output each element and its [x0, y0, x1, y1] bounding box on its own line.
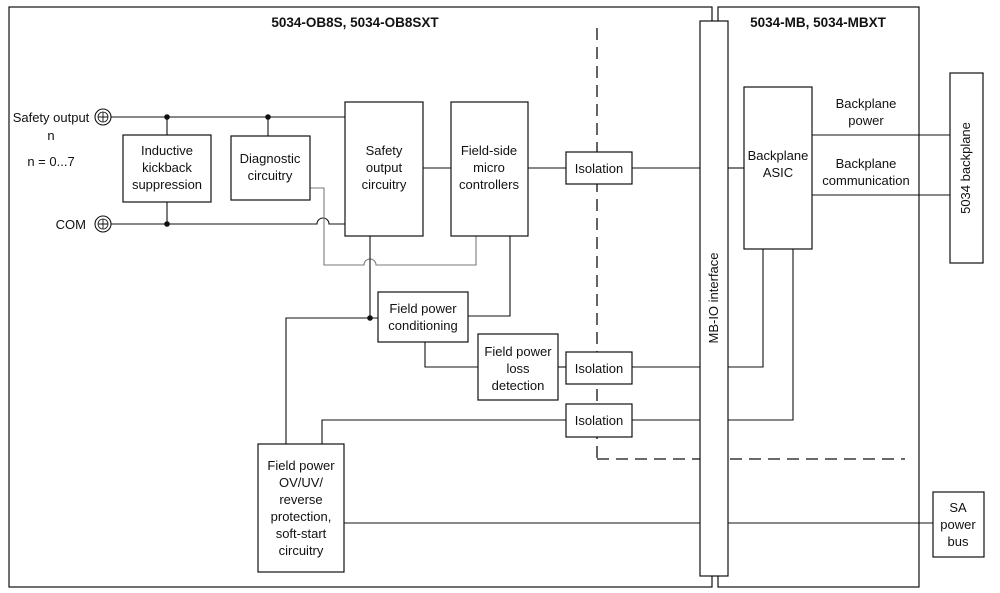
svg-text:5034 backplane: 5034 backplane — [958, 122, 973, 214]
protection-to-isolation-low-link — [321, 419, 566, 444]
svg-text:ASIC: ASIC — [763, 165, 793, 180]
output-module-title: 5034-OB8S, 5034-OB8SXT — [271, 15, 439, 30]
svg-text:kickback: kickback — [142, 160, 192, 175]
sa-power-bus-block: SA power bus — [932, 491, 985, 558]
output-module-frame — [8, 6, 713, 588]
base-module-title: 5034-MB, 5034-MBXT — [750, 15, 887, 30]
svg-text:OV/UV/: OV/UV/ — [279, 475, 323, 490]
terminal-screw-icon — [94, 108, 112, 126]
terminal-screw-icon — [94, 215, 112, 233]
svg-text:Inductive: Inductive — [141, 143, 193, 158]
conditioning-to-field-side-link — [468, 236, 511, 317]
svg-text:loss: loss — [506, 361, 530, 376]
junction-dot — [367, 315, 373, 321]
svg-text:bus: bus — [948, 534, 969, 549]
svg-text:soft-start: soft-start — [276, 526, 327, 541]
svg-text:power: power — [940, 517, 976, 532]
isolation-top-block: Isolation — [565, 151, 633, 185]
com-rail — [111, 217, 345, 225]
svg-text:MB-IO interface: MB-IO interface — [706, 252, 721, 343]
backplane-power-label: Backplane — [836, 96, 897, 111]
backplane-communication-label: Backplane — [836, 156, 897, 171]
safety-output-n-label: n — [47, 128, 54, 143]
svg-text:Diagnostic: Diagnostic — [240, 151, 301, 166]
svg-text:circuitry: circuitry — [248, 168, 293, 183]
svg-text:SA: SA — [949, 500, 967, 515]
safety-output-circuitry-block: Safety output circuitry — [344, 101, 424, 237]
svg-text:circuitry: circuitry — [362, 177, 407, 192]
svg-text:Isolation: Isolation — [575, 361, 623, 376]
svg-text:output: output — [366, 160, 403, 175]
svg-text:Field power: Field power — [267, 458, 335, 473]
field-power-conditioning-block: Field power conditioning — [377, 291, 469, 343]
svg-text:suppression: suppression — [132, 177, 202, 192]
svg-text:Field power: Field power — [389, 301, 457, 316]
diagnostic-feedback-path — [310, 187, 477, 266]
field-power-loss-detection-block: Field power loss detection — [477, 333, 559, 401]
com-label: COM — [56, 217, 86, 232]
svg-text:detection: detection — [492, 378, 545, 393]
safety-output-label: Safety output — [13, 110, 90, 125]
svg-text:Isolation: Isolation — [575, 413, 623, 428]
inductive-kickback-block: Inductive kickback suppression — [122, 134, 212, 203]
field-side-controllers-block: Field-side micro controllers — [450, 101, 529, 237]
svg-text:micro: micro — [473, 160, 505, 175]
svg-text:Safety: Safety — [366, 143, 403, 158]
svg-text:reverse: reverse — [279, 492, 322, 507]
svg-text:protection,: protection, — [271, 509, 332, 524]
mbio-to-asic-link-low — [728, 249, 794, 421]
svg-text:Field-side: Field-side — [461, 143, 517, 158]
svg-text:Field power: Field power — [484, 344, 552, 359]
isolation-mid-block: Isolation — [565, 351, 633, 385]
backplane-communication-label: communication — [822, 173, 909, 188]
conditioning-to-loss-detection-link — [424, 342, 478, 368]
isolation-low-block: Isolation — [565, 403, 633, 438]
field-power-protection-block: Field power OV/UV/ reverse protection, s… — [257, 443, 345, 573]
mbio-to-asic-link-mid — [728, 249, 764, 368]
diagnostic-circuitry-block: Diagnostic circuitry — [230, 135, 311, 201]
backplane-5034-block: 5034 backplane — [949, 72, 984, 264]
mb-io-interface-bar: MB-IO interface — [699, 20, 729, 577]
svg-text:controllers: controllers — [459, 177, 519, 192]
protection-to-conditioning-link — [285, 317, 378, 444]
n-range-label: n = 0...7 — [27, 154, 74, 169]
backplane-asic-block: Backplane ASIC — [743, 86, 813, 250]
svg-text:conditioning: conditioning — [388, 318, 457, 333]
backplane-power-label: power — [848, 113, 884, 128]
svg-text:Isolation: Isolation — [575, 161, 623, 176]
svg-text:Backplane: Backplane — [748, 148, 809, 163]
svg-text:circuitry: circuitry — [279, 543, 324, 558]
